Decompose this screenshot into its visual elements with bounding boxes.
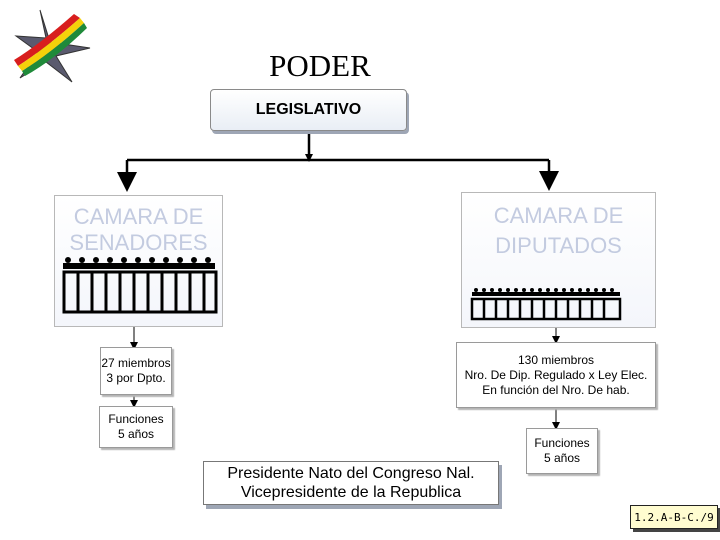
deputies-members-box: 130 miembros Nro. De Dip. Regulado x Ley… <box>456 342 656 408</box>
deputies-chamber-icon <box>470 288 622 321</box>
president-line1: Presidente Nato del Congreso Nal. <box>227 465 475 482</box>
deputies-label-line2: DIPUTADOS <box>495 233 622 258</box>
senate-functions-line2: 5 años <box>117 427 155 441</box>
president-box: Presidente Nato del Congreso Nal. Vicepr… <box>203 461 499 505</box>
senate-label-line2: SENADORES <box>69 230 208 255</box>
deputies-members-line2: Nro. De Dip. Regulado x Ley Elec. <box>464 367 648 382</box>
deputies-members-line1: 130 miembros <box>517 352 595 367</box>
star-logo-icon <box>14 9 91 83</box>
senate-members-line2: 3 por Dpto. <box>106 371 166 385</box>
senate-functions-line1: Funciones <box>108 412 164 426</box>
deputies-label-line1: CAMARA DE <box>493 203 624 228</box>
deputies-chamber-box: CAMARA DE DIPUTADOS <box>461 192 656 328</box>
president-line2: Vicepresidente de la Republica <box>240 484 462 501</box>
senate-members-box: 27 miembros 3 por Dpto. <box>100 347 172 395</box>
slide-code-text: 1.2.A-B-C./9 <box>634 510 714 524</box>
senate-chamber-box: CAMARA DE SENADORES <box>54 195 223 327</box>
senate-functions-box: Funciones 5 años <box>99 406 173 448</box>
senate-label-line1: CAMARA DE <box>73 204 204 229</box>
legislativo-label: LEGISLATIVO <box>255 101 362 118</box>
deputies-functions-box: Funciones 5 años <box>526 428 598 474</box>
slide-code-badge: 1.2.A-B-C./9 <box>630 505 718 529</box>
deputies-members-line3: En función del Nro. De hab. <box>482 382 630 397</box>
deputies-functions-line1: Funciones <box>534 436 590 450</box>
deputies-functions-line2: 5 años <box>543 451 581 465</box>
senate-members-line1: 27 miembros <box>101 356 171 370</box>
senate-chamber-icon <box>62 257 218 314</box>
page-title: PODER <box>269 48 371 83</box>
legislativo-box: LEGISLATIVO <box>210 89 407 131</box>
